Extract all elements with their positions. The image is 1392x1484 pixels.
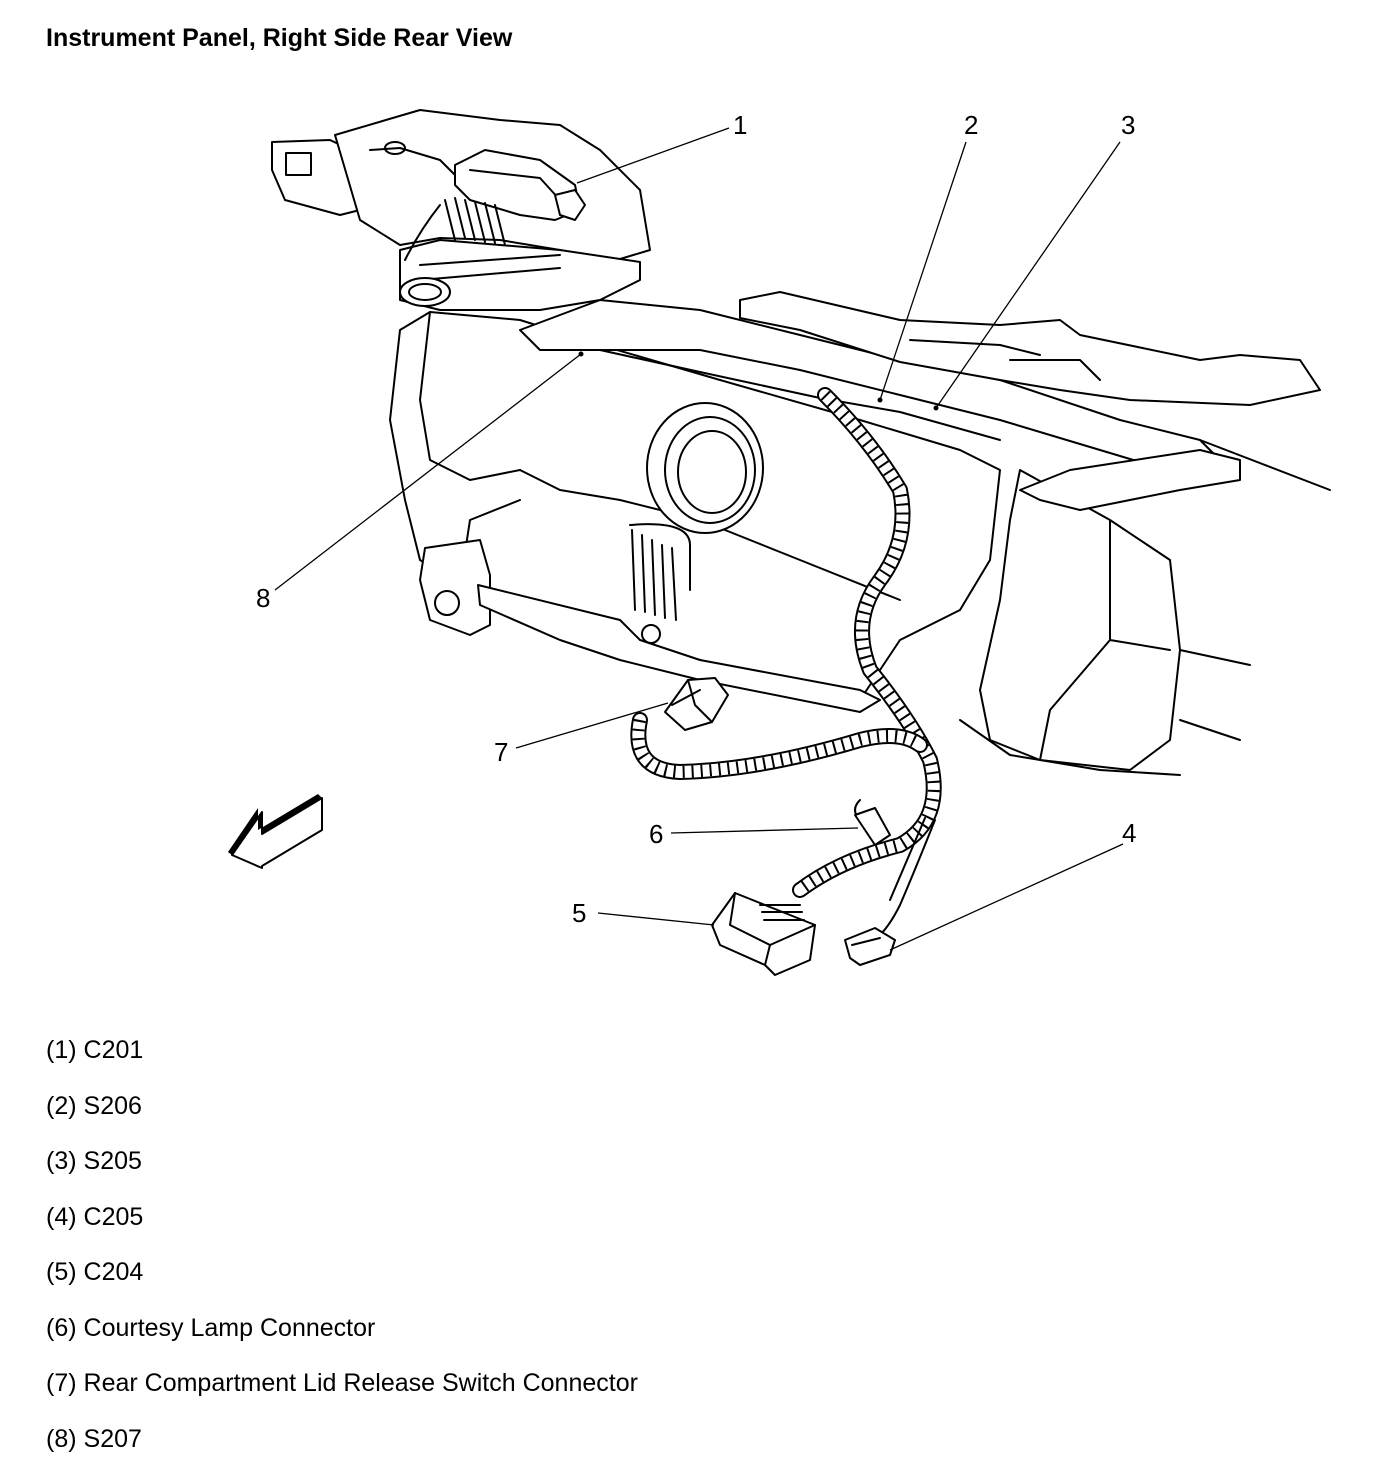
courtesy-lamp-connector [854, 807, 891, 846]
legend-item: (4) C205 [46, 1202, 144, 1231]
lid-release-switch-connector [664, 677, 729, 731]
diagram-title: Instrument Panel, Right Side Rear View [46, 24, 513, 52]
direction-arrow-icon [228, 794, 323, 869]
panel-body [271, 109, 1331, 776]
callout-7: 7 [494, 737, 508, 767]
callout-4: 4 [1122, 818, 1136, 848]
wiring-harness [630, 387, 942, 936]
legend-item: (8) S207 [46, 1424, 142, 1453]
connector-c201 [404, 149, 586, 261]
legend: (1) C201 (2) S206 (3) S205 (4) C205 (5) … [46, 1033, 638, 1477]
legend-item: (7) Rear Compartment Lid Release Switch … [46, 1369, 638, 1397]
callout-6: 6 [649, 819, 663, 849]
callout-labels: 1 2 3 4 5 6 7 8 [256, 110, 1136, 928]
legend-item: (6) Courtesy Lamp Connector [46, 1313, 376, 1342]
round-vent [629, 402, 764, 621]
callout-5: 5 [572, 898, 586, 928]
callout-8: 8 [256, 583, 270, 613]
connector-c205 [844, 927, 896, 966]
callout-2: 2 [964, 110, 978, 140]
legend-item: (1) C201 [46, 1036, 144, 1064]
legend-item: (3) S205 [46, 1147, 142, 1175]
legend-item: (2) S206 [46, 1091, 142, 1120]
instrument-panel-illustration: 1 2 3 4 5 6 7 8 [228, 109, 1331, 976]
legend-item: (5) C204 [46, 1258, 144, 1286]
leader-lines [274, 127, 1124, 951]
callout-1: 1 [733, 110, 747, 140]
connector-c204 [711, 892, 816, 976]
callout-3: 3 [1121, 110, 1135, 140]
